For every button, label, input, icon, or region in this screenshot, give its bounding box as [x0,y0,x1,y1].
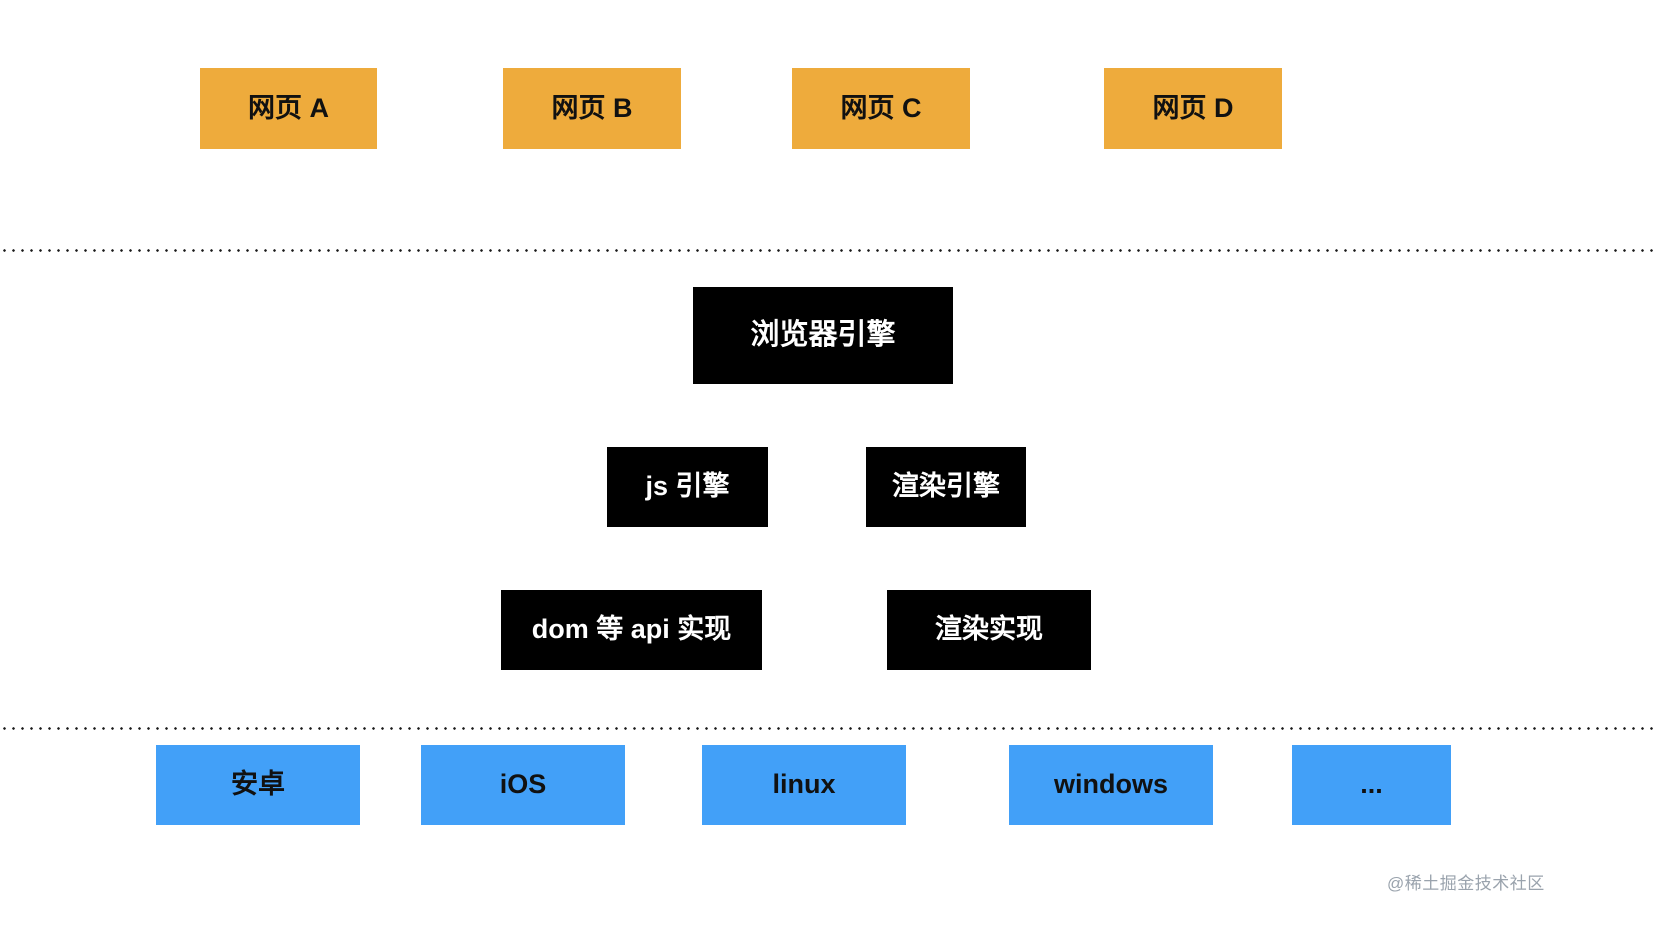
os-box-ios: iOS [421,745,625,825]
watermark: @稀土掘金技术社区 [1387,869,1545,894]
os-label-linux: linux [772,769,836,800]
os-label-android: 安卓 [231,769,285,800]
dom-api-impl-label: dom 等 api 实现 [531,614,732,645]
watermark-text: @稀土掘金技术社区 [1387,874,1545,893]
web-page-box-c: 网页 C [792,68,970,149]
browser-engine-box: 浏览器引擎 [693,287,953,384]
web-page-label-d: 网页 D [1152,92,1234,123]
render-impl-box: 渲染实现 [887,590,1091,670]
divider-engine-os [0,727,1656,730]
os-label-ios: iOS [499,769,547,800]
render-engine-box: 渲染引擎 [866,447,1026,527]
web-page-box-d: 网页 D [1104,68,1282,149]
browser-engine-label: 浏览器引擎 [750,318,896,351]
os-box-linux: linux [702,745,906,825]
os-box-more: ... [1292,745,1451,825]
os-label-more: ... [1360,769,1383,800]
web-page-box-a: 网页 A [200,68,377,149]
web-page-box-b: 网页 B [503,68,681,149]
render-impl-label: 渲染实现 [935,614,1043,645]
js-engine-label: js 引擎 [645,471,730,502]
web-page-label-c: 网页 C [840,92,922,123]
js-engine-box: js 引擎 [607,447,768,527]
web-page-label-b: 网页 B [551,92,633,123]
web-page-label-a: 网页 A [248,92,329,123]
dom-api-impl-box: dom 等 api 实现 [501,590,762,670]
os-box-windows: windows [1009,745,1213,825]
divider-pages-engine [0,249,1656,252]
render-engine-label: 渲染引擎 [892,471,1000,502]
os-label-windows: windows [1054,769,1168,800]
os-box-android: 安卓 [156,745,360,825]
